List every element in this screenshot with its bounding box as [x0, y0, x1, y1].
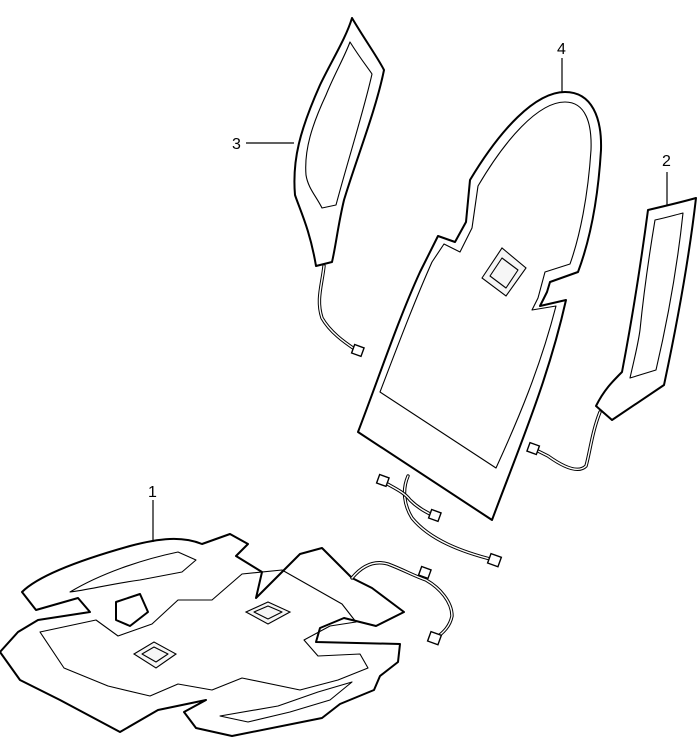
callout-3-label: 3: [232, 136, 241, 153]
part-1-element-rear: [219, 681, 353, 723]
part-2-element: [629, 212, 684, 379]
part-4-backrest-heater: [357, 91, 603, 568]
part-3-outline: [293, 17, 385, 267]
part-1-cushion-heater: [0, 533, 454, 737]
part-1-sensor-pad-right: [244, 601, 292, 625]
callout-4-label: 4: [557, 41, 566, 58]
part-4-connector-a: [375, 473, 390, 488]
part-4-outline: [357, 91, 603, 521]
part-1-sensor-pad-left: [132, 641, 178, 669]
part-2-cable: [534, 410, 602, 471]
part-4-sensor-pad: [481, 247, 527, 297]
part-3-left-bolster-heater: [293, 17, 385, 358]
part-4-element: [379, 101, 592, 469]
callout-3: 3: [232, 136, 294, 153]
callout-1-label: 1: [148, 484, 157, 501]
part-1-element-center: [39, 569, 369, 697]
part-2-outline: [595, 197, 697, 421]
part-3-cable: [317, 264, 358, 352]
callout-4: 4: [557, 41, 566, 92]
part-1-element-front: [69, 551, 197, 593]
part-3-connector: [350, 343, 365, 358]
part-1-outline: [0, 533, 405, 737]
part-2-right-bolster-heater: [526, 197, 697, 471]
part-1-connector-a: [417, 565, 432, 580]
callout-2-label: 2: [662, 153, 671, 170]
part-1-front-notch: [115, 593, 149, 627]
callout-1: 1: [148, 484, 157, 542]
part-2-connector: [526, 441, 541, 456]
part-4-connector-c: [486, 552, 503, 568]
part-4-connector-b: [427, 508, 442, 523]
part-3-element: [305, 41, 373, 209]
callout-2: 2: [662, 153, 671, 206]
part-1-connector-b: [426, 630, 443, 646]
